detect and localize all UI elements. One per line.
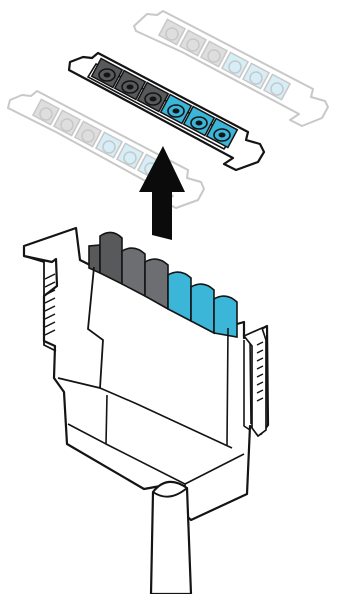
plug-body-edges (57, 266, 252, 511)
active-strip-holes (98, 68, 231, 142)
plug-grip-ribs (23, 255, 57, 352)
ghost-strip-top-right (133, 10, 329, 127)
plug-latch (242, 326, 267, 438)
plug-pins (88, 231, 238, 338)
up-arrow-icon (139, 146, 185, 240)
ghost-strip-top-right-slots (157, 18, 292, 101)
active-strip (67, 51, 266, 172)
plug-connector (22, 226, 270, 522)
plug-cable (149, 480, 193, 594)
active-strip-slots (90, 57, 239, 149)
